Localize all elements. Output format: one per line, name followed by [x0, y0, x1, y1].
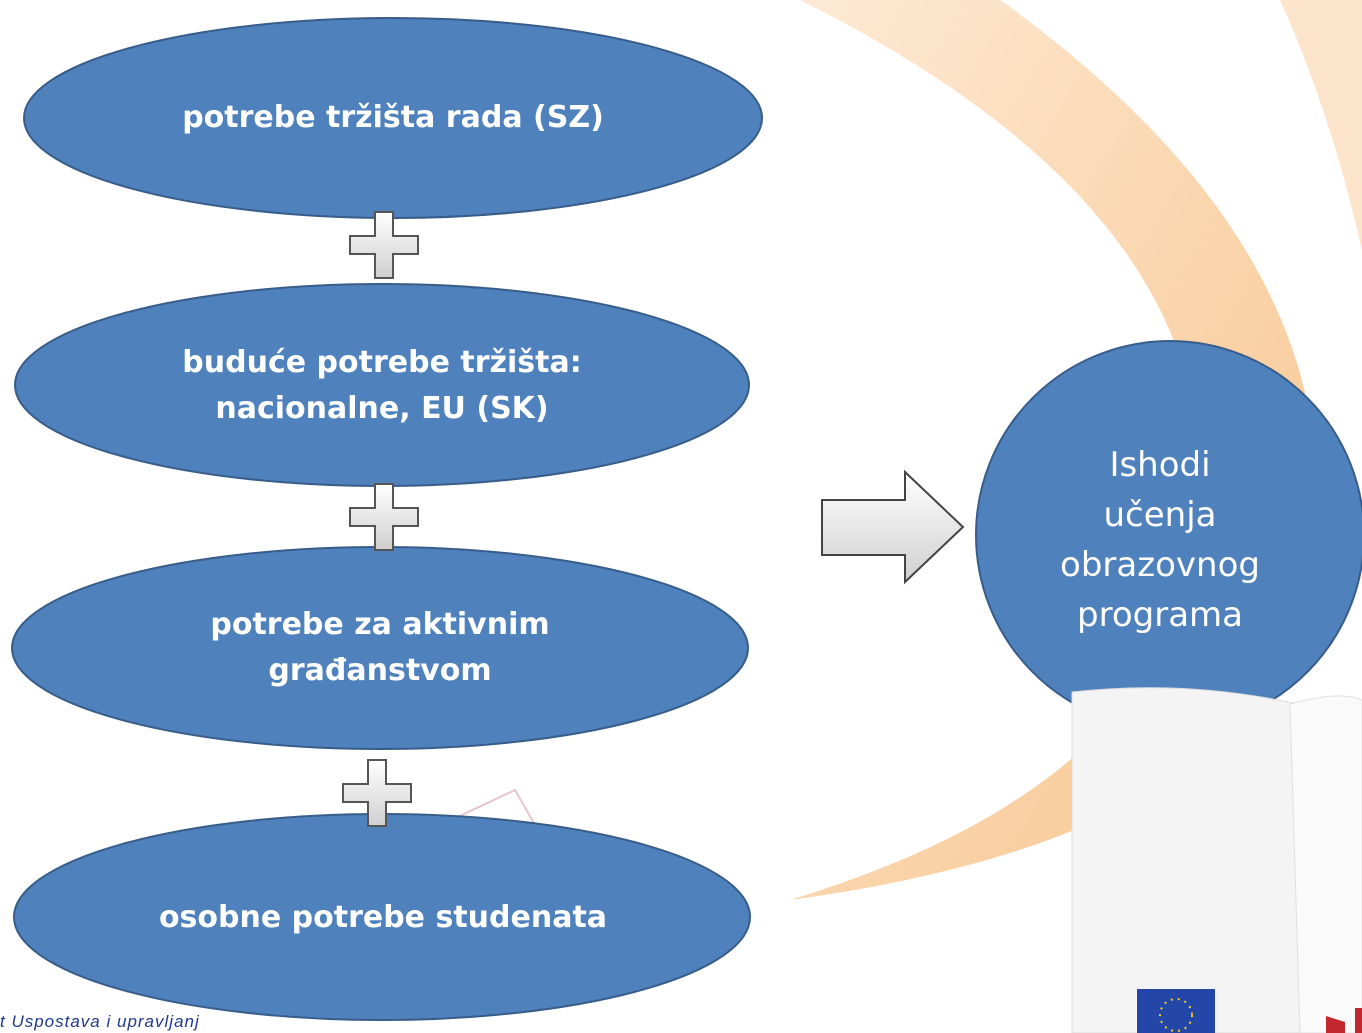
need-label-1: potrebe tržišta rada (SZ)	[182, 100, 604, 135]
result-label: Ishodi učenja obrazovnog programa	[1060, 445, 1260, 635]
eu-flag-icon	[1071, 687, 1362, 1033]
plus-icon	[342, 759, 412, 827]
footer-text: t Uspostava i upravljanj	[0, 1012, 200, 1031]
arrow-right-icon	[821, 469, 965, 585]
plus-icon	[349, 211, 419, 279]
plus-icon	[349, 483, 419, 551]
need-label-3: potrebe za aktivnim građanstvom	[210, 607, 550, 688]
need-label-2: buduće potrebe tržišta: nacionalne, EU (…	[182, 345, 582, 426]
need-label-4: osobne potrebe studenata	[158, 900, 608, 935]
